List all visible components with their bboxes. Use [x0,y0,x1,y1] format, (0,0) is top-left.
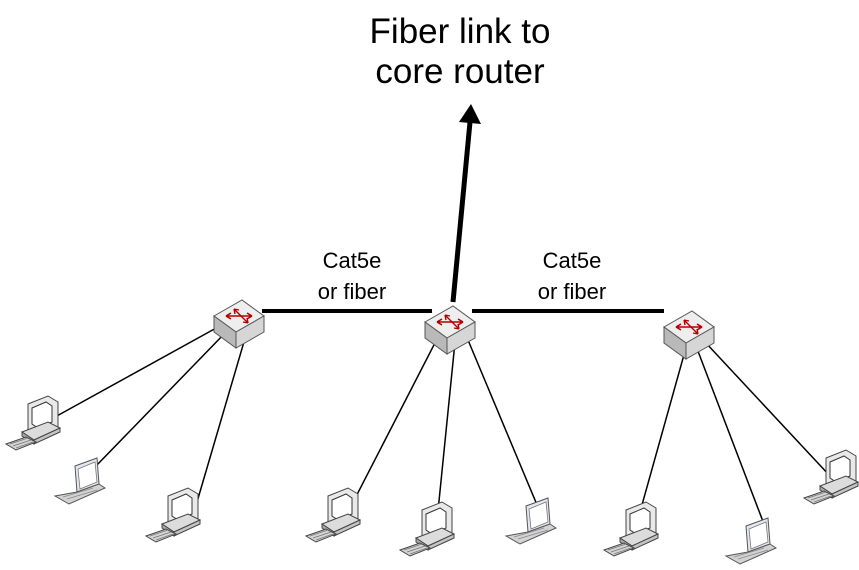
access-link [639,343,688,513]
access-link [695,345,768,533]
uplink-arrowhead [459,104,481,124]
switch-icon [213,299,265,349]
access-link [345,338,438,517]
laptop-computer-icon [725,517,777,565]
right-link-label-line1: Cat5e [542,248,602,273]
fiber-uplink-line [450,121,473,303]
desktop-computer-icon [145,487,201,543]
laptop-computer-icon [54,457,106,505]
desktop-computer-icon [305,487,361,543]
desktop-computer-icon [603,501,659,557]
desktop-computer-icon [5,395,61,451]
access-link [54,326,219,418]
uplink-label-line1: Fiber link to [369,12,551,51]
right-link-label-line2: or fiber [537,279,607,304]
access-link [196,334,247,503]
access-link [436,341,456,522]
switch-icon [663,310,715,360]
laptop-computer-icon [505,497,557,545]
uplink-label-line2: core router [375,52,545,91]
desktop-computer-icon [803,449,859,505]
access-link [94,330,228,468]
left-link-label-line2: or fiber [317,279,387,304]
desktop-computer-icon [399,501,455,557]
left-link-label-line1: Cat5e [322,248,382,273]
access-link [467,339,541,513]
access-link [704,341,831,477]
